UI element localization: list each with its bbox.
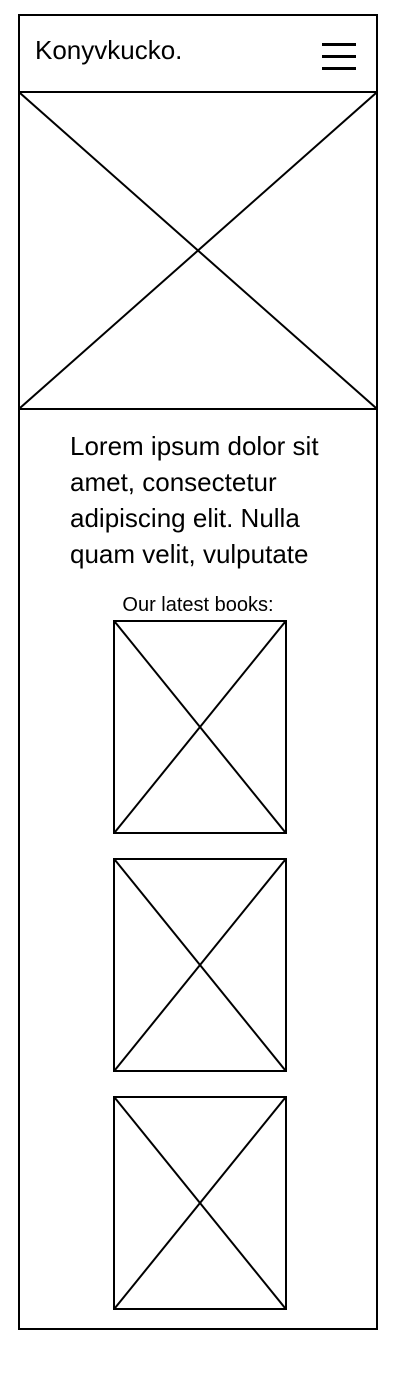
brand-logo[interactable]: Konyvkucko. — [35, 35, 183, 65]
image-placeholder-icon — [115, 1098, 285, 1308]
book-image-placeholder[interactable] — [113, 1096, 287, 1310]
intro-text: Lorem ipsum dolor sit amet, consectetur … — [70, 431, 319, 569]
page-frame: Konyvkucko. Lorem ipsum dolor sit amet, … — [18, 14, 378, 1330]
latest-books-title: Our latest books: — [122, 594, 274, 616]
image-placeholder-icon — [20, 93, 376, 408]
book-image-placeholder[interactable] — [113, 620, 287, 834]
book-image-placeholder[interactable] — [113, 858, 287, 1072]
header: Konyvkucko. — [20, 16, 376, 93]
hero-image-placeholder — [20, 93, 376, 410]
image-placeholder-icon — [115, 860, 285, 1070]
hamburger-menu-icon[interactable] — [320, 40, 358, 72]
image-placeholder-icon — [115, 622, 285, 832]
